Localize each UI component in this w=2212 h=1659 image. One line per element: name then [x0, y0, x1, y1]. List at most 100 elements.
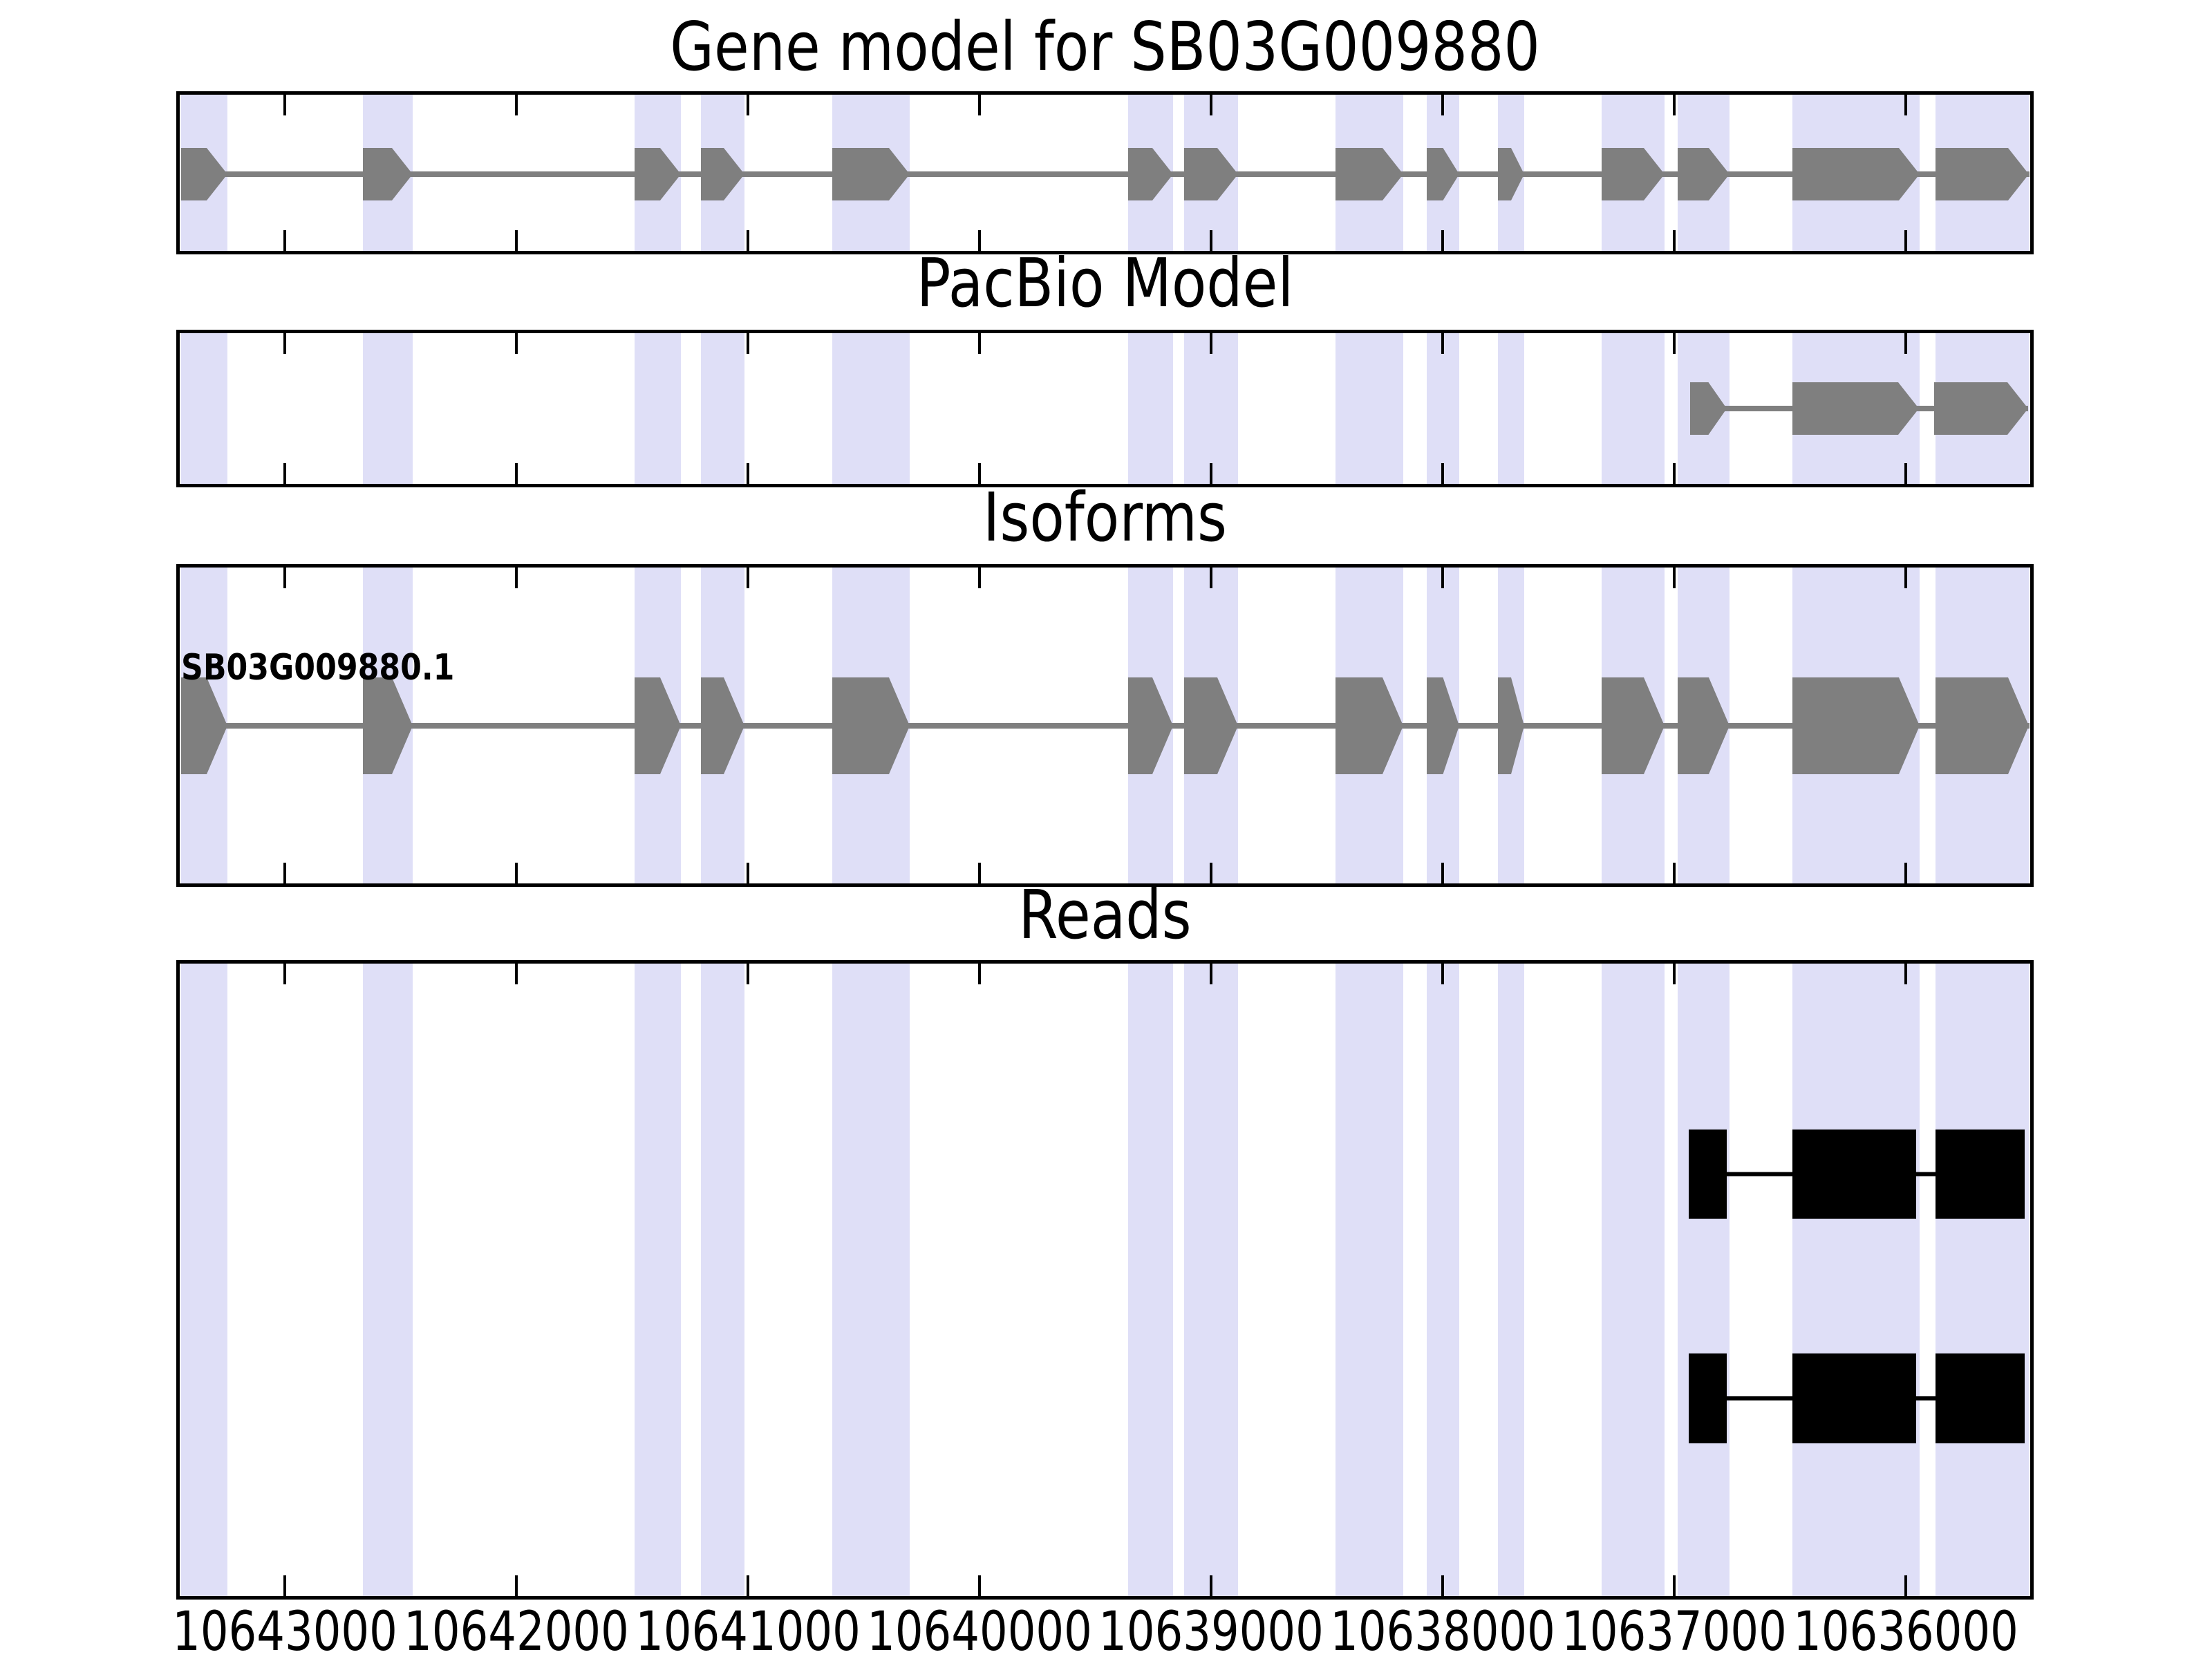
axis-tick — [1441, 1575, 1444, 1596]
highlight-band — [363, 333, 413, 484]
exon-arrow — [363, 677, 413, 774]
axis-tick — [747, 95, 749, 115]
axis-tick — [747, 964, 749, 984]
panel-gene-model — [176, 91, 2034, 254]
panel-reads — [176, 960, 2034, 1600]
highlight-band — [1602, 333, 1665, 484]
axis-tick — [978, 568, 981, 588]
panel-pacbio — [176, 330, 2034, 487]
exon-arrow — [1936, 677, 2029, 774]
axis-tick — [1673, 964, 1676, 984]
axis-tick — [747, 463, 749, 484]
axis-tick — [1441, 463, 1444, 484]
read-block — [1792, 1353, 1916, 1443]
axis-tick — [283, 568, 286, 588]
panel-canvas — [181, 333, 2029, 484]
highlight-band — [1128, 964, 1173, 1596]
axis-tick — [283, 1575, 286, 1596]
axis-tick — [1904, 333, 1907, 354]
highlight-band — [832, 964, 910, 1596]
panel-canvas — [181, 568, 2030, 883]
exon-arrow — [1690, 382, 1727, 435]
axis-tick — [1441, 863, 1444, 883]
highlight-band — [1792, 964, 1920, 1596]
highlight-band — [1498, 333, 1524, 484]
axis-tick — [1210, 230, 1212, 251]
highlight-band — [1335, 333, 1403, 484]
axis-tick — [1904, 863, 1907, 883]
read-block — [1689, 1353, 1727, 1443]
axis-tick — [978, 964, 981, 984]
axis-tick — [1673, 230, 1676, 251]
exon-arrow — [1128, 677, 1173, 774]
exon-arrow — [181, 148, 227, 200]
exon-arrow — [1498, 148, 1524, 200]
axis-tick — [1904, 463, 1907, 484]
axis-tick — [283, 95, 286, 115]
highlight-band — [1184, 333, 1238, 484]
axis-tick — [1210, 95, 1212, 115]
axis-tick — [1210, 568, 1212, 588]
panel-title-reads: Reads — [1018, 876, 1192, 954]
panel-isoforms — [176, 564, 2034, 887]
axis-tick — [1673, 863, 1676, 883]
axis-tick — [283, 333, 286, 354]
exon-arrow — [1678, 677, 1730, 774]
axis-tick — [978, 95, 981, 115]
intron-line — [181, 723, 2030, 729]
exon-arrow — [1792, 677, 1920, 774]
axis-tick — [1904, 568, 1907, 588]
panel-title-isoforms: Isoforms — [983, 478, 1227, 556]
exon-arrow — [1335, 677, 1403, 774]
axis-tick — [515, 463, 518, 484]
highlight-band — [1498, 964, 1524, 1596]
highlight-band — [1128, 333, 1173, 484]
axis-tick — [978, 333, 981, 354]
axis-tick — [978, 463, 981, 484]
exon-arrow — [1427, 148, 1459, 200]
intron-line — [181, 171, 2030, 177]
read-block — [1936, 1353, 2025, 1443]
axis-tick — [1441, 568, 1444, 588]
exon-arrow — [363, 148, 413, 200]
axis-tick — [283, 964, 286, 984]
panel-title-gene-model: Gene model for SB03G009880 — [670, 8, 1540, 86]
x-tick-label: 10643000 — [172, 1601, 397, 1659]
panel-canvas — [181, 95, 2030, 251]
axis-tick — [1441, 230, 1444, 251]
highlight-band — [181, 964, 227, 1596]
axis-tick — [1904, 230, 1907, 251]
highlight-band — [635, 333, 681, 484]
highlight-band — [1427, 964, 1459, 1596]
axis-tick — [1210, 863, 1212, 883]
highlight-band — [701, 964, 744, 1596]
exon-arrow — [1427, 677, 1459, 774]
x-tick-label: 10642000 — [404, 1601, 629, 1659]
x-tick-label: 10638000 — [1330, 1601, 1555, 1659]
exon-arrow — [1934, 382, 2028, 435]
x-tick-label: 10640000 — [867, 1601, 1092, 1659]
panel-title-pacbio: PacBio Model — [916, 244, 1294, 322]
exon-arrow — [832, 148, 910, 200]
axis-tick — [1210, 463, 1212, 484]
exon-arrow — [1792, 148, 1920, 200]
axis-tick — [1904, 964, 1907, 984]
exon-arrow — [181, 677, 227, 774]
x-tick-label: 10641000 — [635, 1601, 861, 1659]
axis-tick — [515, 964, 518, 984]
exon-arrow — [1184, 148, 1238, 200]
x-tick-label: 10636000 — [1793, 1601, 2018, 1659]
axis-tick — [1210, 1575, 1212, 1596]
axis-tick — [978, 863, 981, 883]
highlight-band — [1184, 964, 1238, 1596]
exon-arrow — [1184, 677, 1238, 774]
exon-arrow — [1936, 148, 2029, 200]
axis-tick — [1673, 463, 1676, 484]
exon-arrow — [635, 148, 681, 200]
highlight-band — [832, 333, 910, 484]
axis-tick — [515, 863, 518, 883]
panel-canvas — [181, 964, 2029, 1596]
axis-tick — [515, 333, 518, 354]
exon-arrow — [1128, 148, 1173, 200]
axis-tick — [515, 568, 518, 588]
